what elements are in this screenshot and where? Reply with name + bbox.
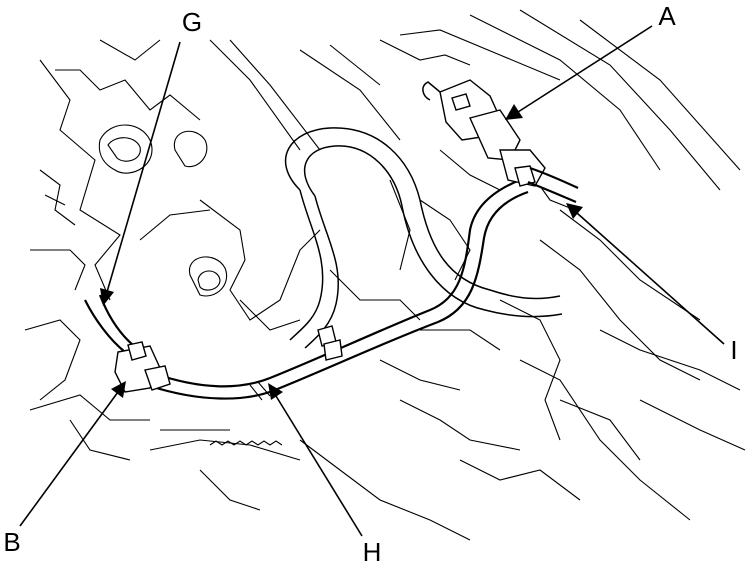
- callout-label-i: I: [730, 335, 738, 365]
- callout-label-a: A: [658, 1, 676, 31]
- leader-a: [505, 25, 653, 120]
- harness-tube-assembly: [84, 79, 579, 401]
- callout-label-g: G: [181, 7, 203, 37]
- callout-label-h: H: [362, 537, 382, 567]
- callout-label-b: B: [3, 527, 21, 557]
- coolant-hose-loop: [284, 127, 563, 349]
- leader-g: [100, 41, 181, 306]
- leader-h: [268, 383, 363, 537]
- leader-i: [566, 203, 725, 345]
- leader-b: [19, 381, 126, 527]
- engine-block-outline: [24, 9, 746, 541]
